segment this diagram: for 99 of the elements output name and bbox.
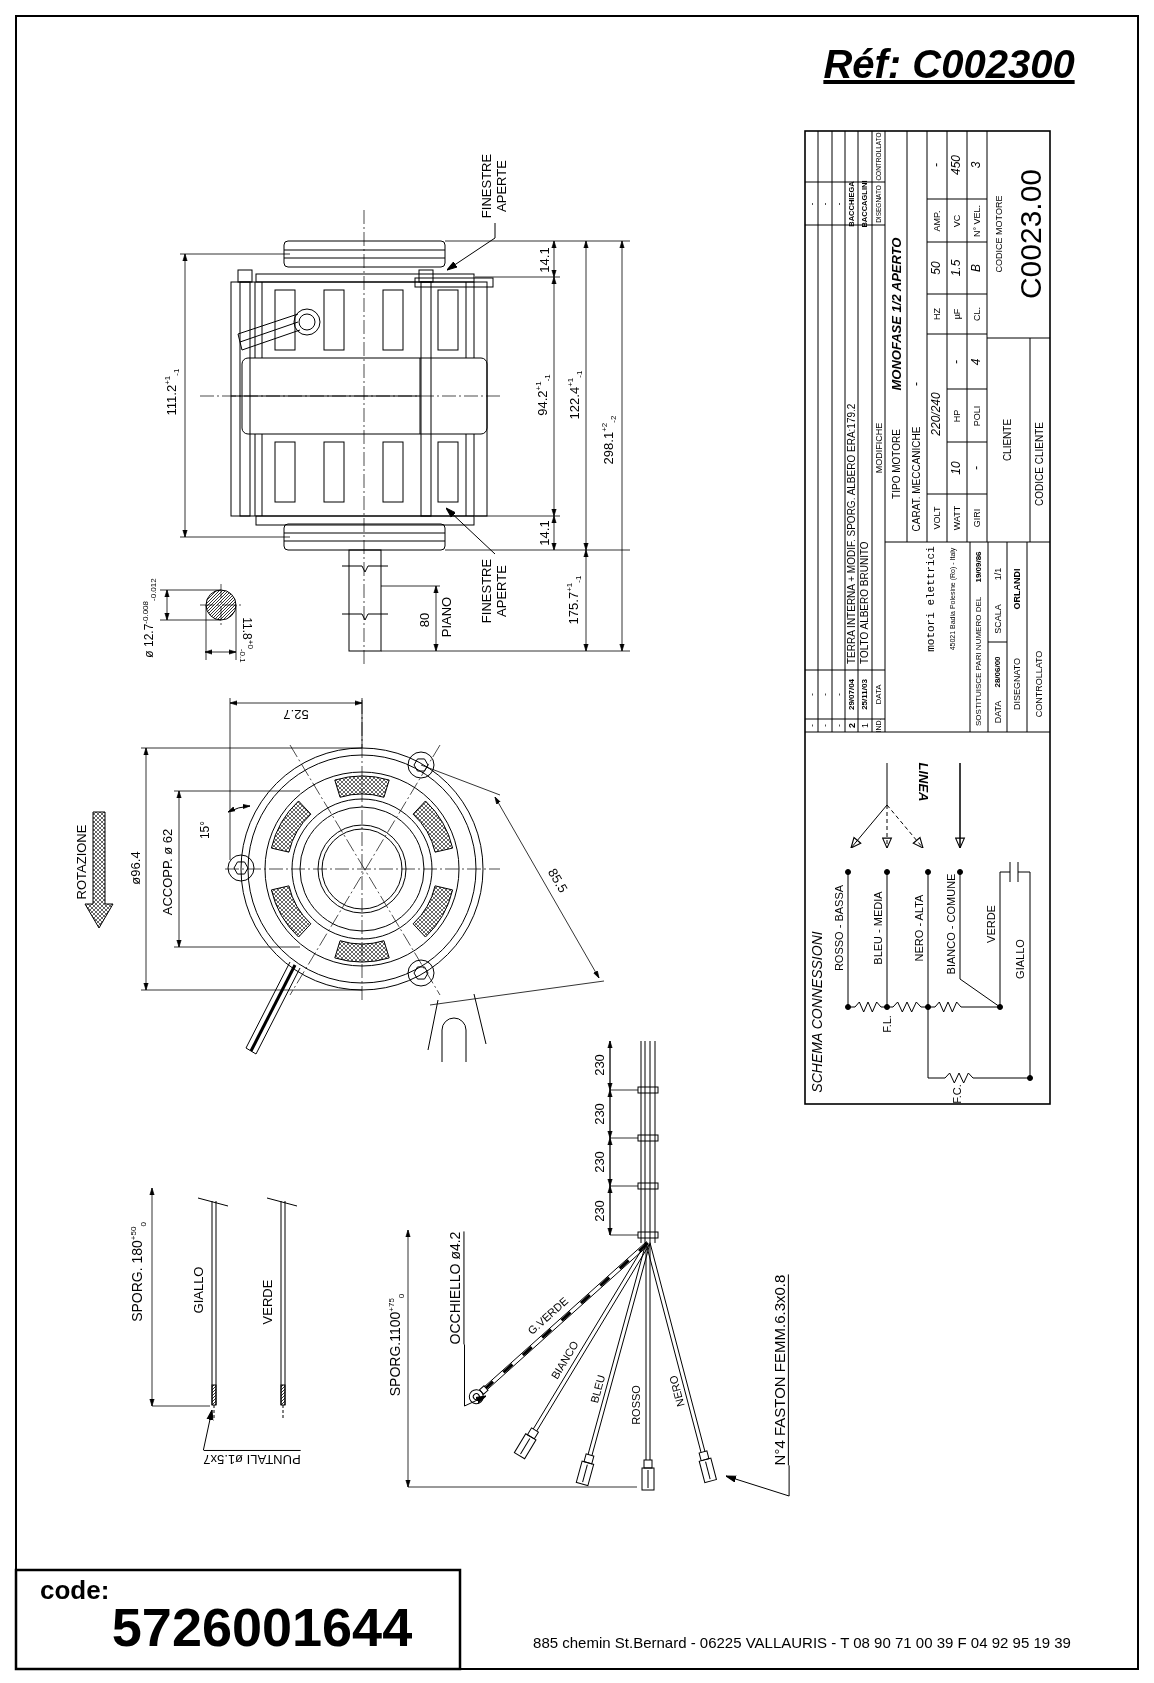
maker-description: motori elettrici — [924, 546, 938, 652]
wire-label: BLEU — [588, 1373, 608, 1405]
field-label: AMP. — [931, 210, 943, 232]
leader-line — [445, 507, 496, 555]
leader-line — [446, 222, 496, 271]
field-label: HZ — [931, 308, 943, 320]
field-value: B — [970, 264, 984, 272]
field-label: POLI — [971, 405, 983, 427]
field-value: - — [910, 382, 924, 386]
dimension-value: 230 — [592, 1103, 608, 1125]
drafter-name: - — [819, 202, 831, 206]
revision-number: - — [819, 724, 831, 727]
company-address: 885 chemin St.Bernard - 06225 VALLAURIS - T 08 90 71 00 39 F 04 92 95 19 39 — [533, 1634, 1071, 1652]
angle-value: 15° — [199, 820, 213, 840]
leader-line — [464, 1343, 487, 1407]
revision-note: TERRA INTERNA + MODIF. SPORG. ALBERO ERA:179.2 — [845, 403, 858, 664]
revision-number: 2 — [846, 723, 857, 728]
field-label: SCALA — [992, 604, 1003, 634]
leader-line — [202, 1409, 214, 1451]
field-label: TIPO MOTORE — [891, 429, 903, 499]
dimension-value: 230 — [592, 1054, 608, 1076]
wire-label: BIANCO - COMUNE — [944, 873, 958, 975]
field-value: 1.5 — [950, 259, 964, 277]
winding-label: F.C. — [950, 1084, 964, 1104]
field-value: - — [950, 360, 964, 364]
field-value: 3 — [970, 161, 984, 169]
line-label: LINEA — [915, 762, 931, 802]
wire-label: ROSSO — [629, 1385, 643, 1425]
dimension-value: ACCOPP. ø 62 — [160, 828, 176, 916]
dimension-value: ø96.4 — [128, 851, 144, 885]
revision-date: 29/07/04 — [846, 678, 857, 711]
revision-number: - — [833, 724, 844, 727]
field-value: 220/240 — [930, 392, 944, 436]
dimension-value: 230 — [592, 1151, 608, 1173]
wire-label: VERDE — [984, 905, 998, 943]
field-label: CONTROLLATO — [1033, 650, 1044, 718]
wire-label: BLEU - MEDIA — [871, 891, 885, 965]
wire-label: VERDE — [260, 1279, 276, 1325]
dimension-value: 80 — [417, 612, 433, 628]
callout-text: FINESTRE APERTE — [480, 555, 510, 627]
field-label: CLIENTE — [1002, 418, 1014, 462]
drafter-name: - — [833, 202, 844, 206]
wire-label: GIALLO — [191, 1266, 207, 1314]
winding-label: F.L. — [880, 1015, 894, 1033]
revision-date: - — [806, 693, 817, 696]
rotation-label: ROTAZIONE — [74, 824, 90, 900]
field-value: 19/09/86 — [974, 551, 984, 583]
dimension-value: 52.7 — [283, 706, 309, 722]
motor-code: C0023.00 — [1013, 168, 1048, 300]
wire-label: ROSSO - BASSA — [832, 884, 846, 972]
field-label: VC — [951, 214, 963, 228]
field-value: 28/06/00 — [992, 656, 1003, 688]
revision-date: - — [833, 693, 844, 696]
field-label: HP — [951, 409, 963, 423]
column-header: DATA — [873, 684, 884, 705]
field-label: SOSTITUISCE PARI NUMERO DEL — [974, 596, 984, 726]
field-label: DISEGNATO — [1011, 657, 1023, 711]
drafter-name: ORLANDI — [1011, 568, 1023, 610]
field-value: 10 — [950, 461, 964, 475]
code-label: code: — [40, 1576, 110, 1606]
plane-label: PIANO — [439, 596, 455, 638]
callout-text: N°4 FASTON FEMM.6.3x0.8 — [770, 1274, 790, 1466]
revision-note: TOLTO ALBERO BRUNITO — [859, 541, 871, 664]
dimension-value: 230 — [592, 1200, 608, 1222]
field-value: - — [970, 466, 984, 470]
product-code: 5726001644 — [111, 1595, 413, 1659]
field-label: DATA — [992, 700, 1003, 724]
wire-label: NERO — [666, 1374, 688, 1408]
leader-line — [725, 1464, 790, 1497]
field-value: 50 — [930, 261, 944, 275]
field-value: - — [930, 163, 944, 167]
callout-text: FINESTRE APERTE — [480, 150, 510, 222]
callout-text: PUNTALI ø1.5x7 — [203, 1450, 301, 1466]
field-value: 1/1 — [992, 567, 1003, 581]
field-label: CODICE CLIENTE — [1034, 422, 1046, 506]
field-label: CODICE MOTORE — [993, 195, 1005, 273]
field-value: 4 — [970, 358, 984, 366]
field-value: 450 — [950, 155, 964, 175]
reference-number: Réf: C002300 — [823, 41, 1075, 87]
wire-label: NERO - ALTA — [912, 894, 926, 962]
field-label: GIRI — [971, 508, 983, 528]
motor-type: MONOFASE 1/2 APERTO — [889, 237, 905, 391]
dimension-value: 14.1 — [537, 520, 553, 546]
column-header: MODIFICHE — [873, 422, 884, 474]
field-label: WATT — [951, 505, 963, 531]
drafter-name: - — [806, 202, 817, 206]
schematic-title: SCHEMA CONNESSIONI — [808, 931, 826, 1093]
revision-number: 1 — [859, 723, 871, 728]
revision-date: 25/11/03 — [860, 679, 870, 710]
callout-text: OCCHIELLO ø4.2 — [447, 1231, 465, 1345]
field-label: CL. — [971, 307, 983, 321]
wire-label: GIALLO — [1013, 939, 1027, 979]
dimension-value: 14.1 — [537, 247, 553, 273]
field-label: µF — [951, 308, 963, 320]
field-label: VOLT — [931, 506, 943, 530]
revision-number: - — [806, 724, 817, 727]
revision-date: - — [819, 693, 831, 696]
field-label: CARAT. MECCANICHE — [911, 426, 923, 532]
field-label: N° VEL. — [971, 204, 983, 238]
